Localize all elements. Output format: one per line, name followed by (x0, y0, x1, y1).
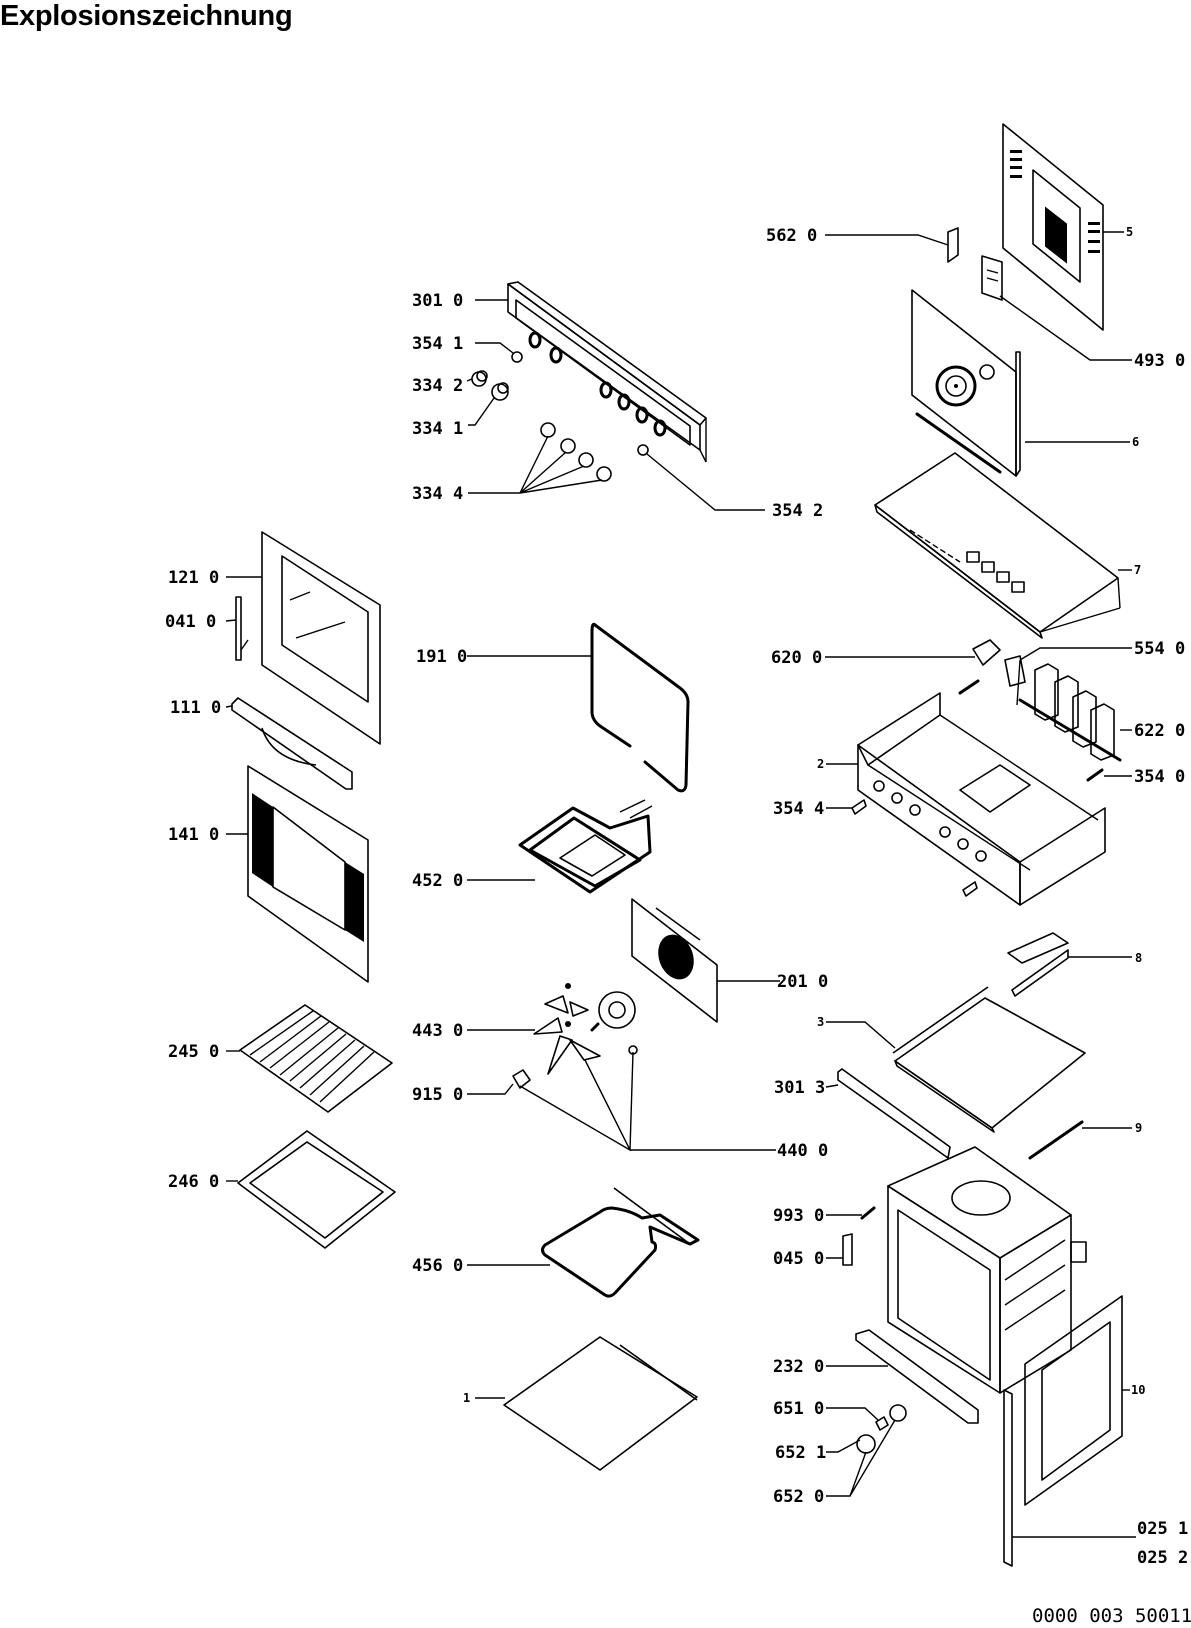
part-switch-493-0 (981, 255, 1003, 301)
part-outer-door-glass-141-0 (247, 765, 369, 983)
part-lamp-651-0 (875, 1416, 889, 1431)
callout-025-2: 025 2 (1137, 1548, 1188, 1568)
callout-201-0: 201 0 (777, 972, 828, 992)
part-lamp-holder-652-0 (889, 1404, 907, 1422)
callout-245-0: 245 0 (168, 1042, 219, 1062)
callout-045-0: 045 0 (773, 1249, 824, 1269)
part-rod-9 (1028, 1120, 1084, 1160)
part-baking-tray-246-0 (237, 1130, 396, 1249)
callout-141-0: 141 0 (168, 825, 219, 845)
callout-493-0: 493 0 (1134, 351, 1185, 371)
part-knob-334-1 (491, 382, 509, 401)
callout-9: 9 (1135, 1121, 1142, 1135)
callout-440-0: 440 0 (777, 1141, 828, 1161)
callout-334-4: 334 4 (412, 484, 463, 504)
callout-620-0: 620 0 (771, 648, 822, 668)
part-bracket-8 (1007, 932, 1069, 997)
callout-456-0: 456 0 (412, 1256, 463, 1276)
callout-5: 5 (1126, 225, 1133, 239)
callout-354-2: 354 2 (772, 501, 823, 521)
part-door-frame-121-0 (261, 531, 381, 745)
part-fan-wheel-443-0 (533, 983, 601, 1075)
part-grill-element-452-0 (518, 799, 653, 894)
part-rail-232-0 (855, 1329, 979, 1424)
part-side-panel-10 (1024, 1295, 1123, 1506)
callout-7: 7 (1134, 563, 1141, 577)
part-grill-rack-245-0 (239, 1004, 393, 1113)
callout-025-1: 025 1 (1137, 1519, 1188, 1539)
part-clip-562-0 (947, 227, 959, 263)
callout-121-0: 121 0 (168, 568, 219, 588)
part-door-seal-191-0 (590, 622, 690, 793)
part-indicator-554-0 (1004, 655, 1026, 687)
callout-443-0: 443 0 (412, 1021, 463, 1041)
part-lamp-cover-652-1 (856, 1434, 876, 1454)
callout-232-0: 232 0 (773, 1357, 824, 1377)
callout-301-0: 301 0 (412, 291, 463, 311)
callout-111-0: 111 0 (170, 698, 221, 718)
part-control-panel (507, 281, 707, 463)
part-screw-lower (962, 881, 978, 897)
callout-10: 10 (1131, 1383, 1145, 1397)
callout-554-0: 554 0 (1134, 639, 1185, 659)
callout-8: 8 (1135, 951, 1142, 965)
part-fuse-354-0 (1086, 768, 1104, 782)
callout-993-0: 993 0 (773, 1206, 824, 1226)
page-title: Explosionszeichnung (0, 0, 293, 32)
part-oven-cavity (887, 1146, 1087, 1394)
callout-652-1: 652 1 (775, 1443, 826, 1463)
callout-334-2: 334 2 (412, 376, 463, 396)
callout-354-4: 354 4 (773, 799, 824, 819)
part-control-housing-2 (857, 692, 1106, 906)
part-screw-354-4 (851, 799, 867, 815)
part-back-cover-5 (1002, 123, 1104, 331)
part-fan-plate-6 (911, 289, 1021, 477)
callout-191-0: 191 0 (416, 647, 467, 667)
callout-041-0: 041 0 (165, 612, 216, 632)
callout-562-0: 562 0 (766, 226, 817, 246)
part-hinge-025 (1003, 1389, 1013, 1567)
callout-labels: 301 0 354 1 334 2 334 1 334 4 354 2 562 … (165, 225, 1188, 1568)
part-knob-cap-354-2 (637, 444, 649, 456)
part-bottom-element-456-0 (541, 1187, 700, 1298)
document-number: 0000 003 50011 (1032, 1605, 1191, 1627)
callout-452-0: 452 0 (412, 871, 463, 891)
part-door-handle-111-0 (231, 697, 353, 790)
callout-354-0: 354 0 (1134, 767, 1185, 787)
part-screw-993-0 (860, 1206, 876, 1220)
callout-652-0: 652 0 (773, 1487, 824, 1507)
callout-354-1: 354 1 (412, 334, 463, 354)
callout-301-3: 301 3 (774, 1078, 825, 1098)
part-fan-nut-915-0 (512, 1069, 531, 1089)
callout-622-0: 622 0 (1134, 721, 1185, 741)
part-latch-045-0 (842, 1233, 853, 1266)
part-cover-plate-7 (874, 452, 1121, 639)
callout-6: 6 (1132, 435, 1139, 449)
callout-915-0: 915 0 (412, 1085, 463, 1105)
part-thermostat-620-0 (958, 639, 1001, 695)
callout-2: 2 (817, 757, 824, 771)
part-hinge-041-0 (235, 596, 249, 661)
callout-246-0: 246 0 (168, 1172, 219, 1192)
part-strip-301-3 (837, 1068, 951, 1159)
part-fan-motor-440-0 (590, 991, 638, 1055)
leader-lines (225, 231, 1136, 1538)
part-knob-334-2 (471, 370, 488, 387)
part-switch-block-622-0 (1018, 663, 1122, 762)
part-fan-cover-201-0 (631, 898, 718, 1023)
callout-1: 1 (463, 1391, 470, 1405)
part-knob-cap-354-1 (511, 351, 523, 363)
callout-334-1: 334 1 (412, 419, 463, 439)
part-knobs-334-4 (540, 422, 612, 482)
part-bottom-plate-1 (503, 1336, 698, 1471)
callout-3: 3 (817, 1015, 824, 1029)
callout-651-0: 651 0 (773, 1399, 824, 1419)
part-top-plate-3 (892, 986, 1086, 1133)
